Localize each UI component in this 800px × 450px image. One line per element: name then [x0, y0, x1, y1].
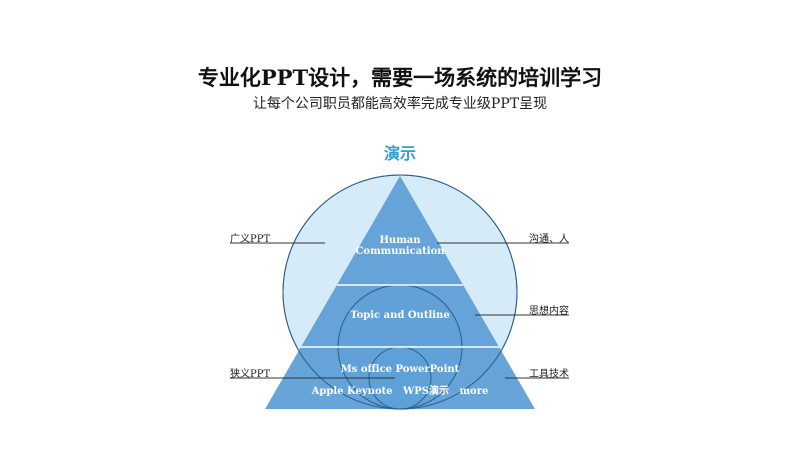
label-tool-skills: 工具技术 [529, 369, 569, 380]
level-2-text: Topic and Outline [350, 310, 450, 321]
label-thought-content: 思想内容 [529, 306, 569, 317]
pyramid-triangle [265, 176, 535, 409]
slide-title: 专业化PPT设计，需要一场系统的培训学习 [197, 65, 603, 90]
pyramid-top-label: 演示 [383, 144, 416, 163]
label-narrow-ppt: 狭义PPT [230, 369, 271, 380]
level-3-text-2: Apple Keynote WPS演示 more [311, 386, 489, 397]
leader-lines [230, 242, 569, 379]
slide-subtitle: 让每个公司职员都能高效率完成专业级PPT呈现 [252, 96, 548, 112]
level-1-text-2: Communication [355, 246, 445, 257]
level-3-text: Ms office PowerPoint [340, 364, 460, 375]
level-1-text: Human [379, 235, 421, 246]
label-broad-ppt: 广义PPT [230, 234, 271, 245]
label-communication-people: 沟通、人 [529, 234, 569, 245]
